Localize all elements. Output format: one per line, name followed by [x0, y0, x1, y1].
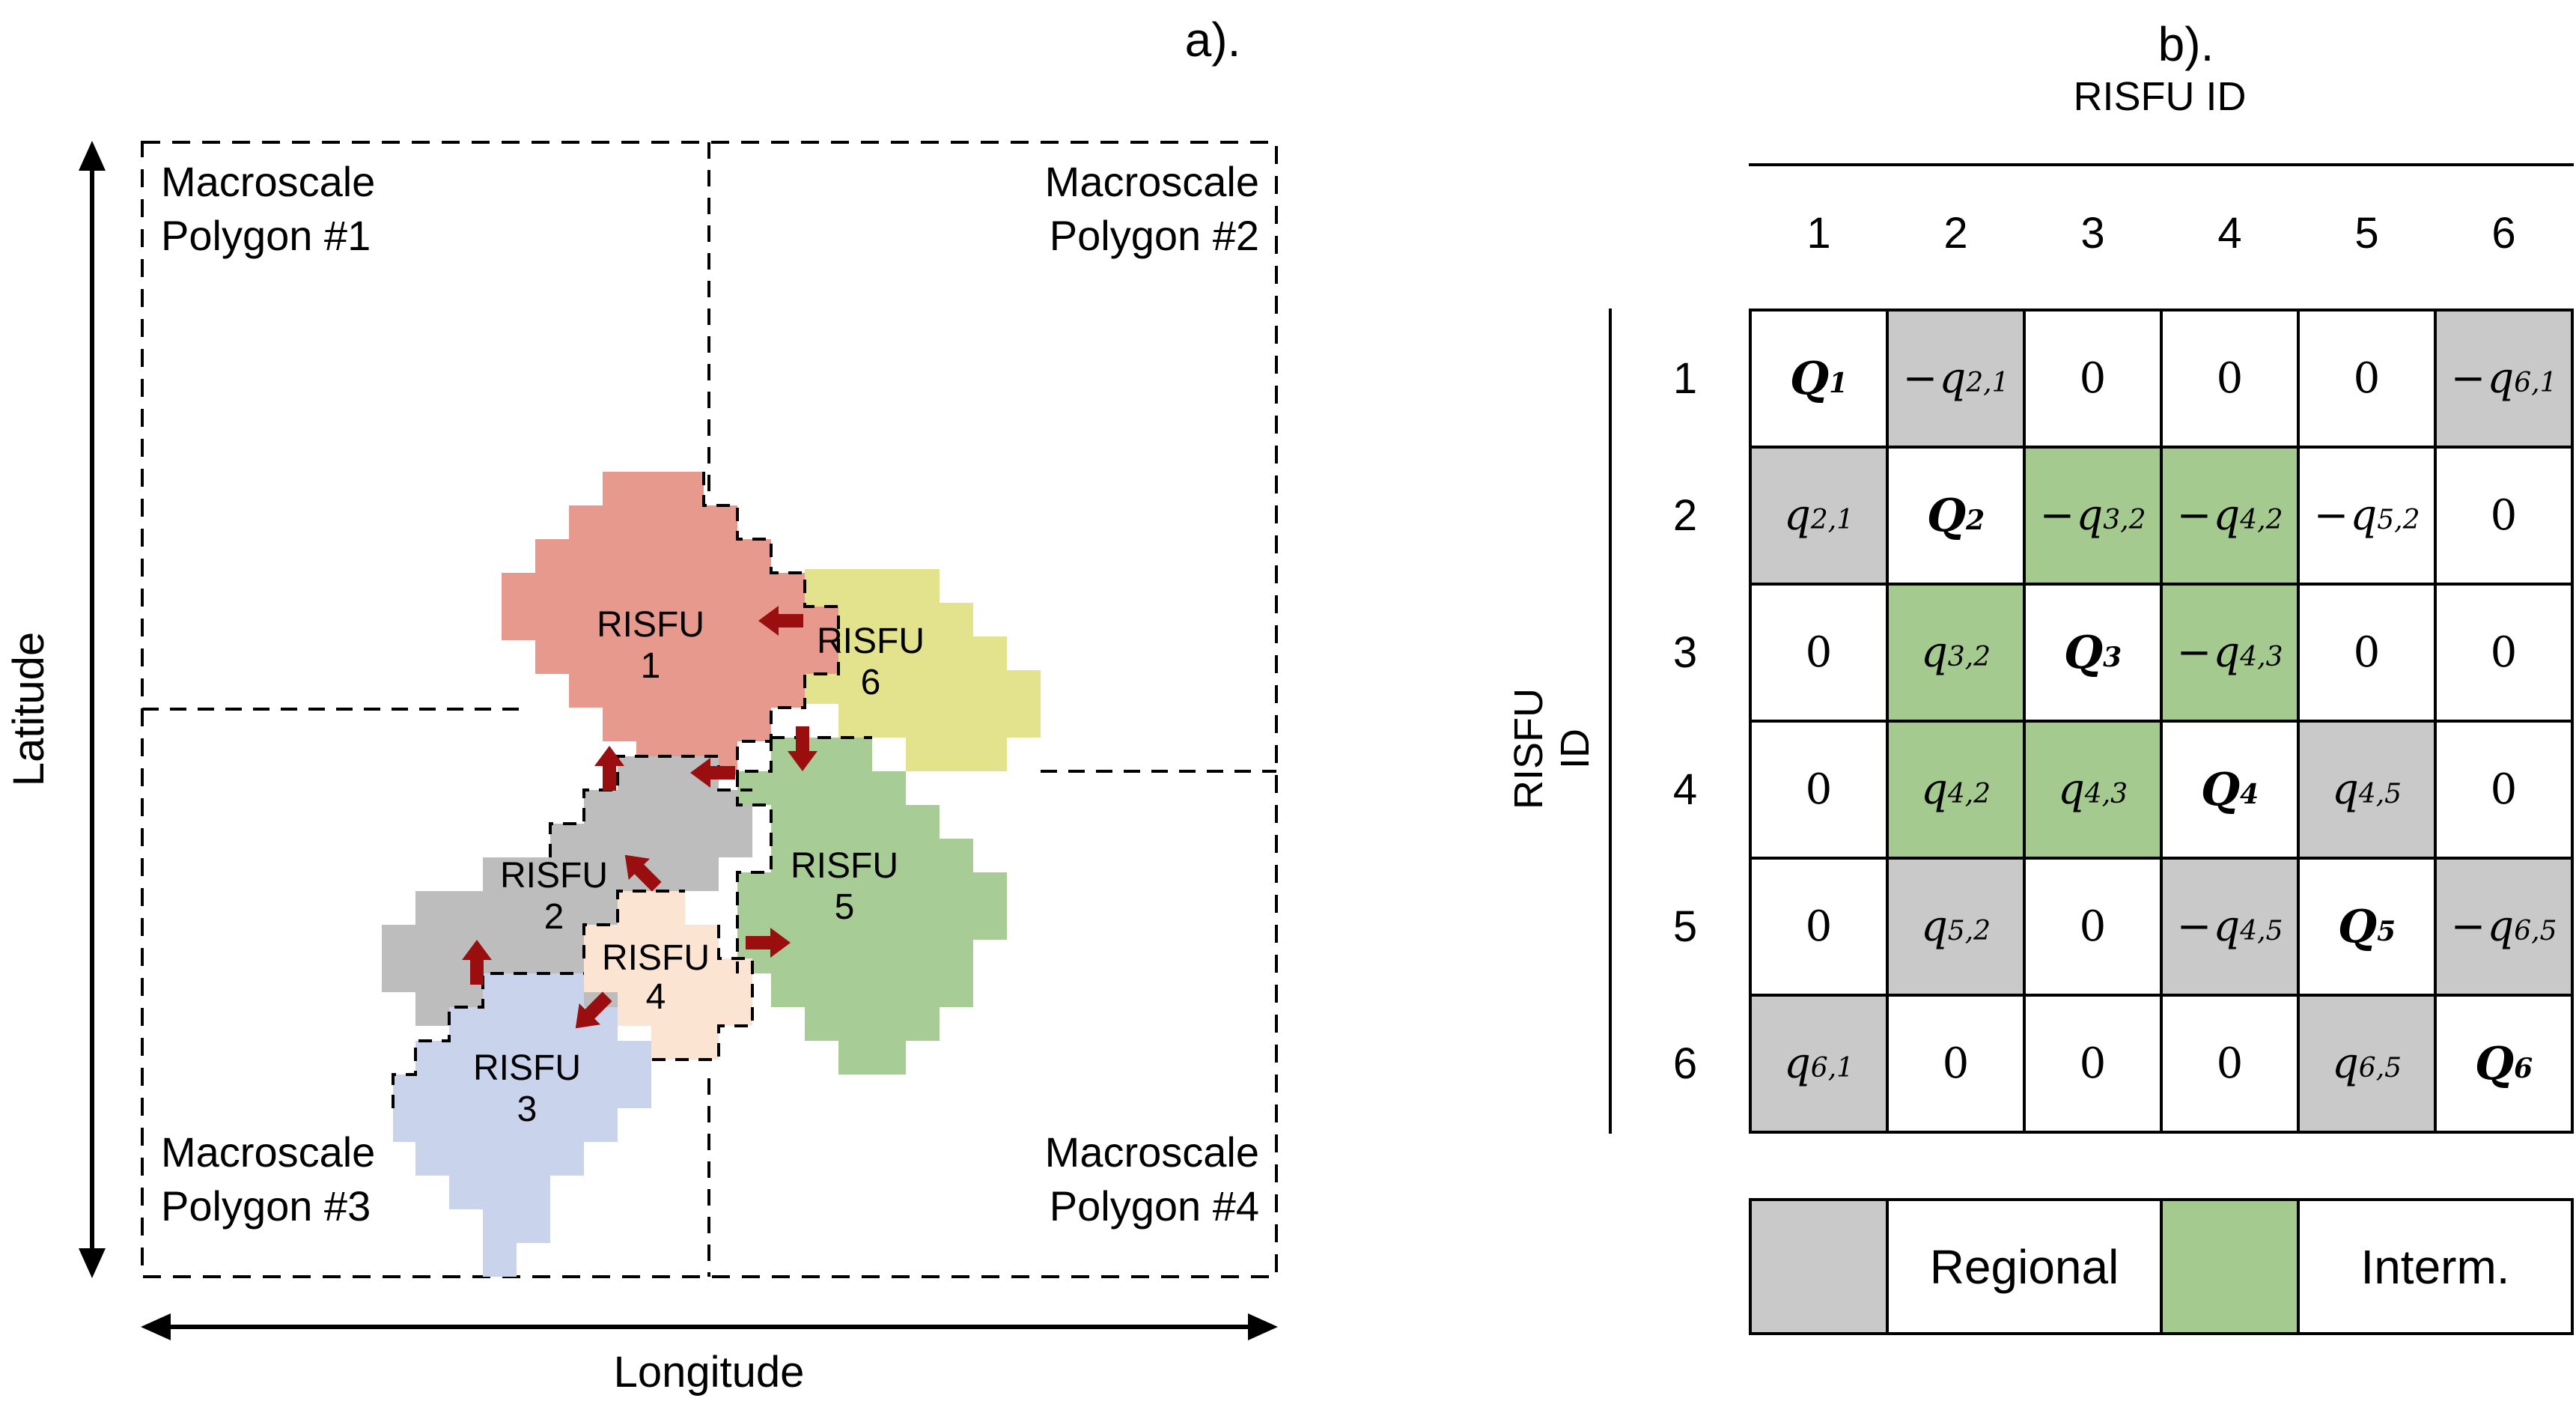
legend-swatch-regional — [1750, 1200, 1887, 1334]
legend: Regional Interm. — [1749, 1198, 2574, 1335]
longitude-arrowhead-left — [141, 1313, 171, 1340]
risfu-2-label: RISFU — [500, 856, 608, 896]
polygon-1-label-line2: Polygon #1 — [161, 212, 371, 259]
matrix-cell: 0 — [2161, 995, 2298, 1132]
matrix-cell: 0 — [2161, 310, 2298, 447]
risfu-6-label: RISFU — [817, 622, 925, 661]
polygon-3-label-line1: Macroscale — [161, 1128, 375, 1176]
risfu-id-column-header: RISFU ID — [2073, 74, 2247, 119]
matrix-cell: 0 — [2298, 584, 2435, 721]
matrix-column-label: 1 — [1806, 209, 1831, 258]
matrix-cell: 0 — [1887, 995, 2024, 1132]
risfu-4-label: RISFU — [602, 938, 710, 978]
matrix-column-label: 6 — [2491, 209, 2516, 258]
matrix-row-label: 5 — [1672, 902, 1698, 951]
risfu-1-label: RISFU — [597, 605, 704, 645]
macroscale-divider-dashes — [142, 142, 1276, 1277]
matrix-cell: 0 — [2435, 721, 2572, 858]
risfu-5-label: RISFU — [791, 846, 898, 886]
risfu-id-row-header: RISFU ID — [1506, 688, 1598, 809]
matrix-cell: 0 — [2435, 584, 2572, 721]
longitude-axis: Longitude — [141, 1313, 1278, 1397]
matrix-cell: 0 — [1750, 584, 1887, 721]
legend-label-interm: Interm. — [2298, 1200, 2572, 1334]
matrix-cell: 0 — [2298, 310, 2435, 447]
risfu-3-label: RISFU — [473, 1048, 581, 1088]
risfu-4-region — [584, 891, 752, 1060]
matrix-row-label: 3 — [1672, 628, 1698, 677]
risfu-6-number: 6 — [861, 663, 881, 702]
risfu-1-region — [502, 472, 838, 775]
polygon-2-label-line1: Macroscale — [1045, 158, 1259, 205]
polygon-4-label-line2: Polygon #4 — [1050, 1182, 1259, 1230]
legend-swatch-interm — [2161, 1200, 2298, 1334]
matrix-column-label: 4 — [2217, 209, 2242, 258]
latitude-arrowhead-top — [79, 141, 106, 171]
risfu-1-number: 1 — [641, 646, 661, 686]
matrix-column-label: 2 — [1943, 209, 1968, 258]
risfu-3-region — [393, 973, 651, 1277]
panel-a-title: a). — [1185, 13, 1241, 67]
matrix-cell: 0 — [1750, 721, 1887, 858]
row-header-rule — [1609, 309, 1612, 1134]
matrix-cell: 0 — [2024, 995, 2161, 1132]
longitude-axis-label: Longitude — [614, 1348, 805, 1397]
matrix-cell: 0 — [2435, 447, 2572, 584]
latitude-arrowhead-bottom — [79, 1248, 106, 1278]
matrix-cell: 0 — [2024, 310, 2161, 447]
latitude-axis: Latitude — [4, 141, 106, 1278]
matrix-row-label: 4 — [1672, 765, 1698, 814]
matrix-column-labels: 1 2 3 4 5 6 — [1750, 208, 2572, 258]
matrix-column-label: 5 — [2354, 209, 2379, 258]
risfu-5-number: 5 — [835, 887, 855, 927]
risfu-5-region — [737, 738, 1007, 1075]
polygon-3-label-line2: Polygon #3 — [161, 1182, 371, 1230]
longitude-arrowhead-right — [1248, 1313, 1278, 1340]
matrix-row-label: 2 — [1672, 491, 1698, 540]
matrix-cell: 0 — [1750, 858, 1887, 995]
polygon-2-label-line2: Polygon #2 — [1050, 212, 1259, 259]
risfu-labels: RISFU 1 RISFU 6 RISFU 2 RISFU 5 RISFU 4 … — [473, 605, 925, 1129]
matrix-cell: 0 — [2024, 858, 2161, 995]
column-header-rule — [1749, 163, 2574, 166]
polygon-1-label-line1: Macroscale — [161, 158, 375, 205]
legend-label-regional: Regional — [1887, 1200, 2161, 1334]
matrix-row-label: 6 — [1672, 1039, 1698, 1088]
latitude-axis-label: Latitude — [4, 632, 53, 786]
risfu-4-number: 4 — [646, 977, 666, 1017]
risfu-2-number: 2 — [544, 897, 564, 937]
risfu-3-number: 3 — [517, 1090, 538, 1129]
polygon-4-label-line1: Macroscale — [1045, 1128, 1259, 1176]
matrix-row-label: 1 — [1672, 354, 1698, 403]
macroscale-labels: Macroscale Polygon #1 Macroscale Polygon… — [161, 158, 1259, 1230]
matrix-column-label: 3 — [2080, 209, 2105, 258]
panel-a: a). Latitude Longitude Macroscale Po — [4, 13, 1278, 1397]
matrix-row-labels: 1 2 3 4 5 6 — [1640, 310, 1730, 1132]
panel-b-title: b). — [2158, 17, 2214, 71]
